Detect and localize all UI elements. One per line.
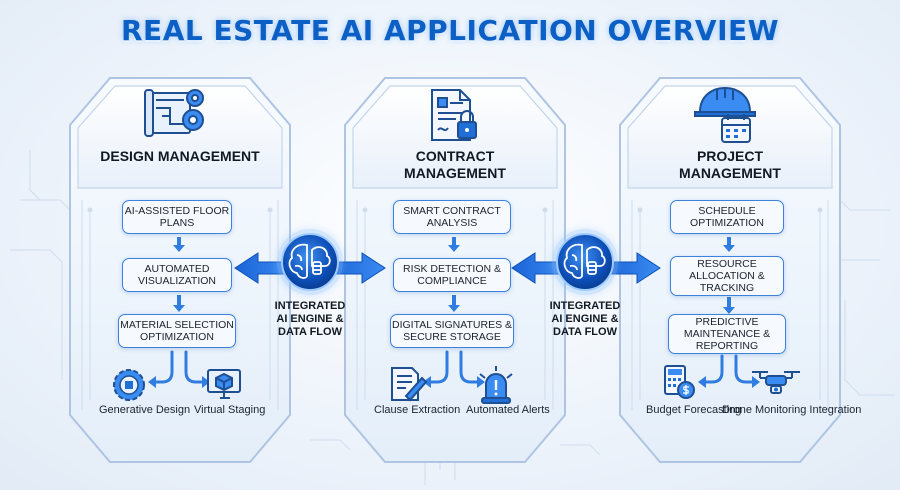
column-title-project: PROJECT MANAGEMENT [679, 148, 781, 181]
contract-lock-icon [431, 89, 477, 141]
step-material-selection: MATERIAL SELECTION OPTIMIZATION [118, 314, 236, 348]
output-budget-forecasting: Budget Forecasting [646, 404, 742, 416]
blueprint-gears-icon [144, 89, 204, 137]
column-title-contract: CONTRACT MANAGEMENT [404, 148, 506, 181]
step-ai-floor-plans: AI-ASSISTED FLOOR PLANS [122, 200, 232, 234]
ai-engine-label-right: INTEGRATED AI ENGINE & DATA FLOW [549, 300, 621, 338]
output-drone-monitoring: Drone Monitoring Integration [722, 404, 862, 416]
page-title: REAL ESTATE AI APPLICATION OVERVIEW [121, 14, 779, 47]
ai-engine-label-left: INTEGRATED AI ENGINE & DATA FLOW [274, 300, 346, 338]
step-arrows [173, 237, 735, 314]
split-arrows [152, 350, 756, 384]
output-generative-design: Generative Design [99, 404, 191, 416]
step-risk-detection: RISK DETECTION & COMPLIANCE [393, 258, 511, 292]
ai-engine-hub-left [234, 229, 386, 295]
column-title-design: DESIGN MANAGEMENT [100, 148, 260, 164]
step-smart-contract: SMART CONTRACT ANALYSIS [393, 200, 511, 234]
gear-chip-icon [113, 369, 145, 401]
step-resource-allocation: RESOURCE ALLOCATION & TRACKING [670, 256, 784, 296]
ai-engine-hub-right [511, 229, 661, 295]
drone-icon [752, 371, 800, 394]
output-clause-extraction: Clause Extraction [374, 404, 461, 416]
hardhat-calendar-icon [694, 86, 756, 143]
step-schedule-optimization: SCHEDULE OPTIMIZATION [670, 200, 784, 234]
output-automated-alerts: Automated Alerts [466, 404, 550, 416]
calculator-coin-icon [664, 365, 695, 399]
document-pen-icon [391, 367, 428, 402]
output-virtual-staging: Virtual Staging [194, 404, 266, 416]
step-digital-signatures: DIGITAL SIGNATURES & SECURE STORAGE [390, 314, 514, 348]
monitor-cube-icon [207, 369, 241, 399]
step-automated-visualization: AUTOMATED VISUALIZATION [122, 258, 232, 292]
step-predictive-maintenance: PREDICTIVE MAINTENANCE & REPORTING [668, 314, 786, 354]
alarm-icon [479, 366, 513, 404]
